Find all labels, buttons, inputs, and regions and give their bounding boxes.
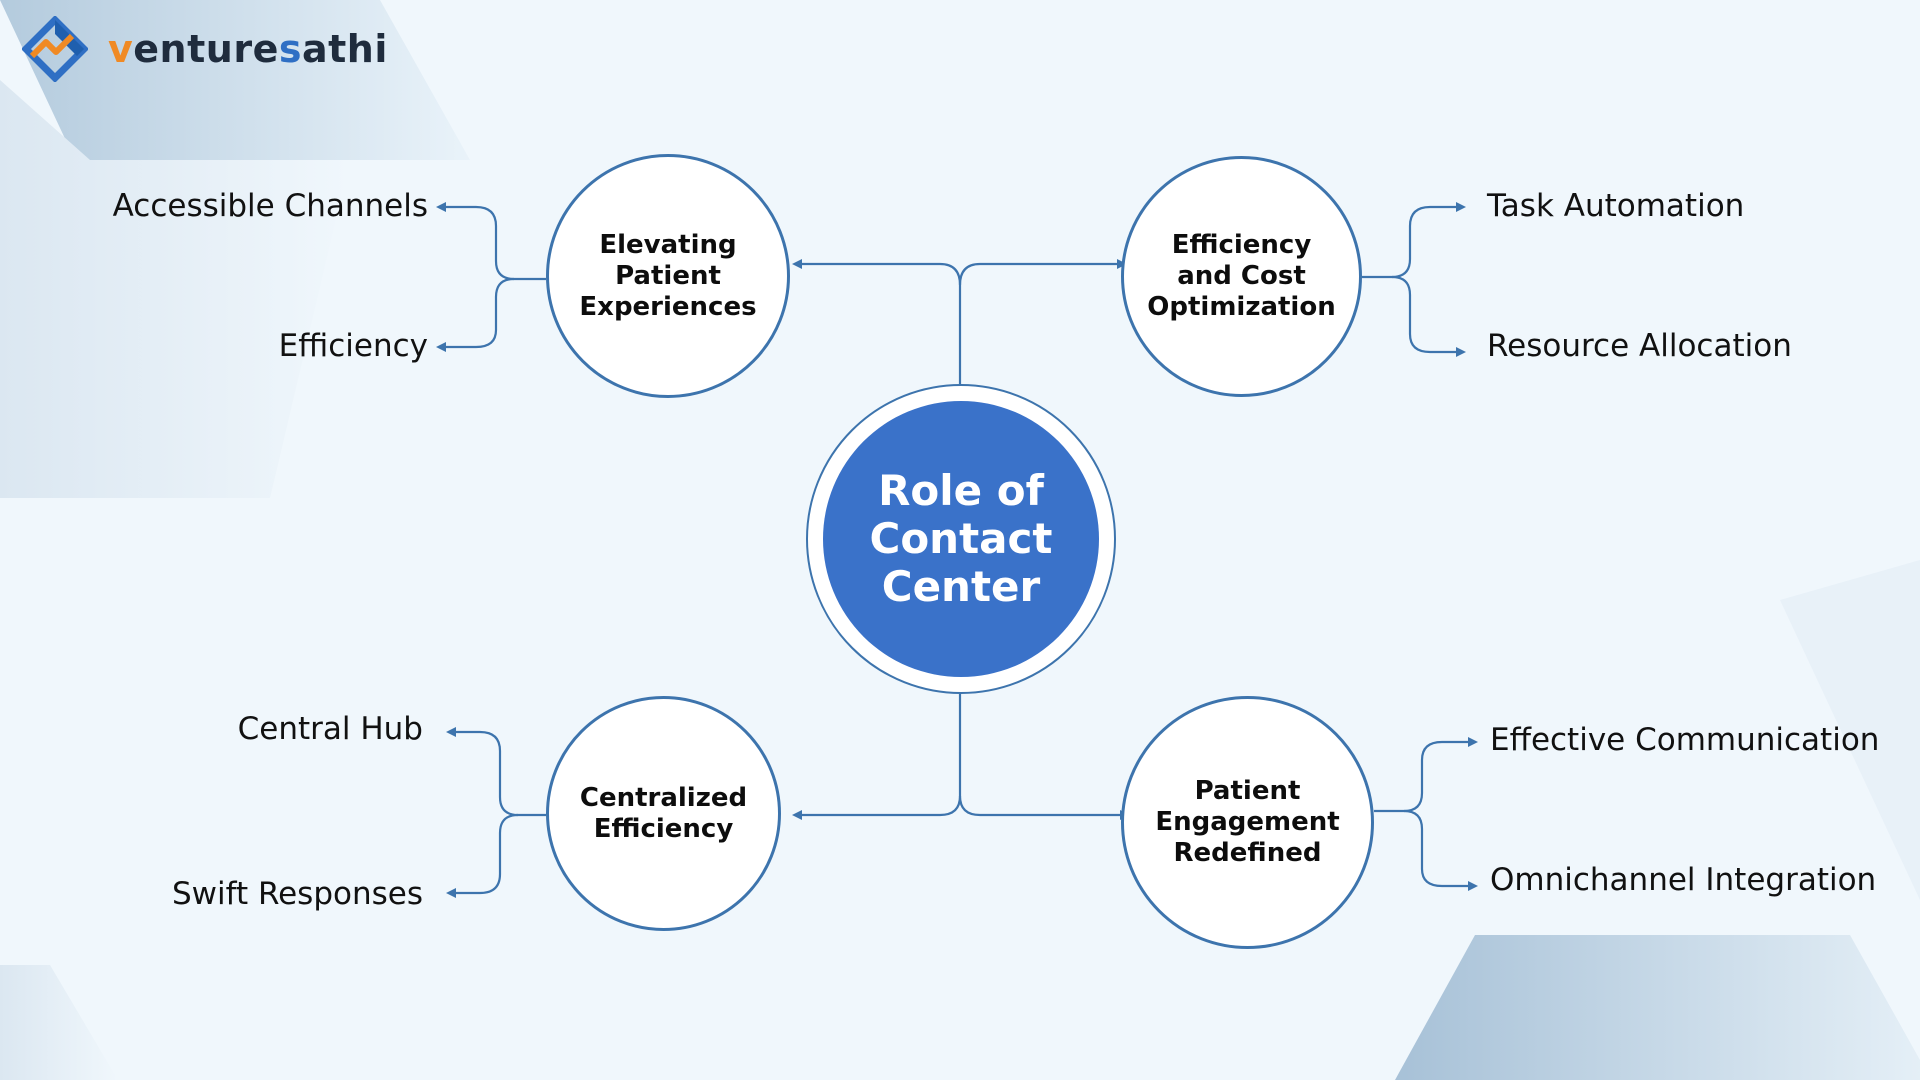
leaf-omnichannel-integration: Omnichannel Integration: [1490, 862, 1877, 898]
node-patient-engagement-redefined: Patient Engagement Redefined: [1121, 696, 1374, 949]
node-efficiency-cost-optimization: Efficiency and Cost Optimization: [1121, 156, 1362, 397]
arrowhead-efficiency: [436, 342, 446, 352]
arrowhead-effective-communication: [1468, 737, 1478, 747]
bracket-accessible-channels: [446, 205, 546, 281]
brand-logo[interactable]: venturesathi: [22, 16, 388, 82]
bracket-task-automation: [1362, 205, 1456, 279]
connector-top-right: [958, 262, 1117, 384]
bracket-central-hub: [456, 730, 546, 817]
connector-bottom-right: [958, 694, 1120, 817]
bracket-swift-responses: [456, 813, 519, 895]
connector-lines: [446, 205, 1468, 895]
leaf-efficiency: Efficiency: [278, 328, 428, 364]
arrowhead-central-hub: [446, 727, 456, 737]
connector-bottom-left: [802, 795, 962, 817]
arrowhead-omnichannel-integration: [1468, 881, 1478, 891]
connector-top-left: [802, 262, 962, 286]
bracket-resource-allocation: [1391, 275, 1456, 354]
node-elevating-patient-experiences: Elevating Patient Experiences: [546, 154, 790, 398]
leaf-swift-responses: Swift Responses: [171, 876, 423, 912]
center-node: Role of Contact Center: [823, 401, 1099, 677]
arrowhead-bottom-left: [792, 810, 802, 820]
leaf-resource-allocation: Resource Allocation: [1487, 328, 1792, 364]
arrowhead-task-automation: [1456, 202, 1466, 212]
brand-name: venturesathi: [108, 27, 388, 71]
leaf-task-automation: Task Automation: [1487, 188, 1745, 224]
bracket-effective-communication: [1374, 740, 1468, 813]
leaf-accessible-channels: Accessible Channels: [112, 188, 428, 224]
leaf-central-hub: Central Hub: [237, 711, 423, 747]
node-centralized-efficiency: Centralized Efficiency: [546, 696, 781, 931]
diamond-chart-icon: [22, 16, 88, 82]
leaf-effective-communication: Effective Communication: [1490, 722, 1880, 758]
arrowhead-resource-allocation: [1456, 347, 1466, 357]
arrowhead-top-left: [792, 259, 802, 269]
arrowhead-swift-responses: [446, 888, 456, 898]
arrowhead-accessible-channels: [436, 202, 446, 212]
bracket-efficiency: [446, 277, 515, 349]
bracket-omnichannel-integration: [1403, 809, 1468, 888]
